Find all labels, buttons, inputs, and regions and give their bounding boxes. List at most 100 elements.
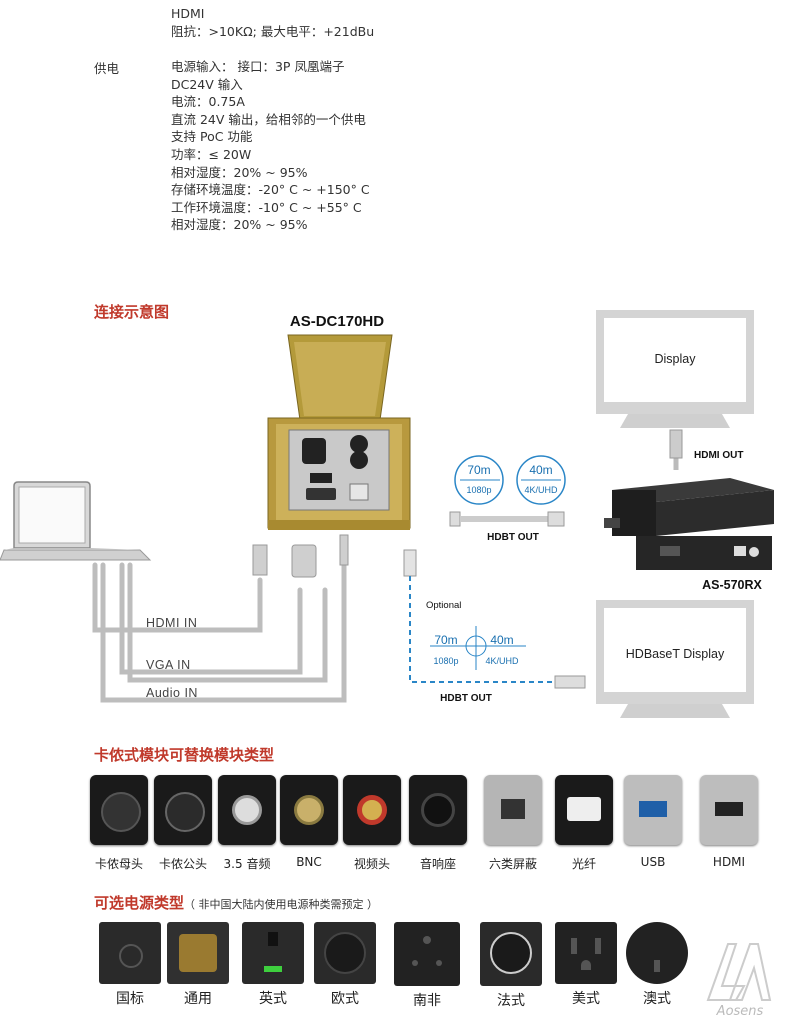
connection-diagram: HDMI IN VGA IN Audio IN AS-DC170HD HDBT … <box>0 310 774 718</box>
module-label: 卡侬公头 <box>158 857 207 871</box>
module-xlr-male: 卡侬公头 <box>150 775 216 872</box>
rj45-icon <box>484 775 542 845</box>
power-line: 相对湿度：20% ~ 95% <box>171 164 308 180</box>
dist-40m-2: 40m <box>490 633 513 647</box>
dist-4k-2: 4K/UHD <box>485 656 519 666</box>
module-bnc: BNC <box>276 775 342 869</box>
fiber-icon <box>555 775 613 845</box>
xlr-male-icon <box>154 775 212 845</box>
display-monitor-icon <box>596 310 754 428</box>
power-type-us: 美式 <box>551 922 621 1008</box>
power-line: 支持 PoC 功能 <box>171 129 253 145</box>
module-speakon: 音响座 <box>405 775 471 872</box>
module-rca: 视频头 <box>339 775 405 872</box>
outlet-icon <box>302 438 326 464</box>
rca-icon <box>343 775 401 845</box>
hdbt-out-label-2: HDBT OUT <box>440 693 492 704</box>
audio-jack-icon <box>218 775 276 845</box>
power-line: 电流：0.75A <box>171 94 245 110</box>
dist-4k: 4K/UHD <box>524 485 558 495</box>
floor-box-image <box>267 334 411 530</box>
power-type-label: 澳式 <box>643 991 671 1007</box>
hdmi-spec: HDMI 阻抗：>10KΩ; 最大电平：+21dBu <box>171 5 374 40</box>
module-label: 音响座 <box>419 857 456 871</box>
module-fiber: 光纤 <box>551 775 617 872</box>
power-type-eu: 欧式 <box>310 922 380 1008</box>
power-type-universal: 通用 <box>163 922 233 1008</box>
module-usb: USB <box>620 775 686 869</box>
power-type-label: 通用 <box>184 991 212 1007</box>
power-spec-label: 供电 <box>94 61 120 76</box>
power-type-label: 英式 <box>259 991 287 1007</box>
dist-70m: 70m <box>467 463 490 477</box>
power-types-title-text: 可选电源类型 <box>94 894 185 912</box>
power-type-label: 法式 <box>497 993 525 1009</box>
za-socket-icon <box>394 922 460 986</box>
speakon-icon <box>409 775 467 845</box>
hdmi-spec-label: HDMI <box>171 6 205 21</box>
power-type-au: 澳式 <box>622 922 692 1008</box>
vga-in-label: VGA IN <box>146 658 191 672</box>
power-line: DC24V 输入 <box>171 76 243 92</box>
us-socket-icon <box>555 922 617 984</box>
dist-40m: 40m <box>529 463 552 477</box>
xlr-female-icon <box>90 775 148 845</box>
module-label: 视频头 <box>353 857 390 871</box>
fr-socket-icon <box>480 922 542 986</box>
hdmi-port-icon <box>700 775 758 845</box>
modules-title: 卡侬式模块可替换模块类型 <box>94 746 275 764</box>
hdmi-in-label: HDMI IN <box>146 616 197 630</box>
universal-socket-icon <box>167 922 229 984</box>
dist-1080p: 1080p <box>466 485 491 495</box>
distance-badge: 70m 1080p 40m 4K/UHD <box>454 455 566 505</box>
module-label: USB <box>640 855 666 869</box>
power-types-title: 可选电源类型（ 非中国大陆内使用电源种类需预定 ） <box>94 892 378 913</box>
power-type-uk: 英式 <box>238 922 308 1008</box>
optional-link <box>409 576 555 683</box>
power-line: 功率：≤ 20W <box>171 146 252 162</box>
input-cables <box>92 557 347 703</box>
eu-socket-icon <box>314 922 376 984</box>
module-xlr-female: 卡侬母头 <box>86 775 152 872</box>
module-35-audio: 3.5 音频 <box>214 775 280 872</box>
power-line: 直流 24V 输出，给相邻的一个供电 <box>171 111 366 127</box>
brand-text: Aosens <box>716 1004 764 1018</box>
module-label: 卡侬母头 <box>94 857 143 871</box>
power-type-label: 南非 <box>413 993 441 1009</box>
power-type-label: 国标 <box>116 991 144 1007</box>
power-line: 相对湿度：20% ~ 95% <box>171 217 308 233</box>
bnc-icon <box>280 775 338 845</box>
modules-row: 卡侬母头 卡侬公头 3.5 音频 BNC 视频头 音响座 六类屏蔽 光纤 USB… <box>0 775 790 875</box>
product-label: AS-DC170HD <box>290 313 384 330</box>
au-socket-icon <box>626 922 688 984</box>
laptop-icon <box>0 481 152 561</box>
dist-70m-2: 70m <box>434 633 457 647</box>
power-spec: 电源输入： 接口：3P 凤凰端子 DC24V 输入 电流：0.75A 直流 24… <box>171 58 370 234</box>
module-label: 光纤 <box>571 857 596 871</box>
dist-1080p-2: 1080p <box>433 656 458 666</box>
power-type-za: 南非 <box>392 922 462 1010</box>
hdmi-plug-icon <box>252 544 268 576</box>
power-line: 工作环境温度：-10° C ~ +55° C <box>171 199 362 215</box>
power-type-label: 美式 <box>572 991 600 1007</box>
gb-socket-icon <box>99 922 161 984</box>
usb-icon <box>624 775 682 845</box>
module-label: 六类屏蔽 <box>488 857 537 871</box>
receiver-device-image <box>604 478 774 570</box>
vga-plug-icon <box>291 544 317 578</box>
power-line: 电源输入： 接口：3P 凤凰端子 <box>171 59 345 74</box>
distance-crosshair: 70m 1080p 40m 4K/UHD <box>430 626 526 670</box>
module-cat6: 六类屏蔽 <box>480 775 546 872</box>
uk-socket-icon <box>242 922 304 984</box>
receiver-label: AS-570RX <box>702 578 762 592</box>
hdmi-spec-line: 阻抗：>10KΩ; 最大电平：+21dBu <box>171 23 375 39</box>
power-type-fr: 法式 <box>476 922 546 1010</box>
audio-in-label: Audio IN <box>146 686 198 700</box>
module-label: BNC <box>296 855 322 869</box>
optional-label: Optional <box>426 600 461 611</box>
power-type-gb: 国标 <box>95 922 165 1008</box>
power-types-row: 国标 通用 英式 欧式 南非 法式 <box>0 922 790 1022</box>
display-label: Display <box>655 352 697 366</box>
module-hdmi: HDMI <box>696 775 762 869</box>
hdbaset-display-icon <box>596 600 754 718</box>
